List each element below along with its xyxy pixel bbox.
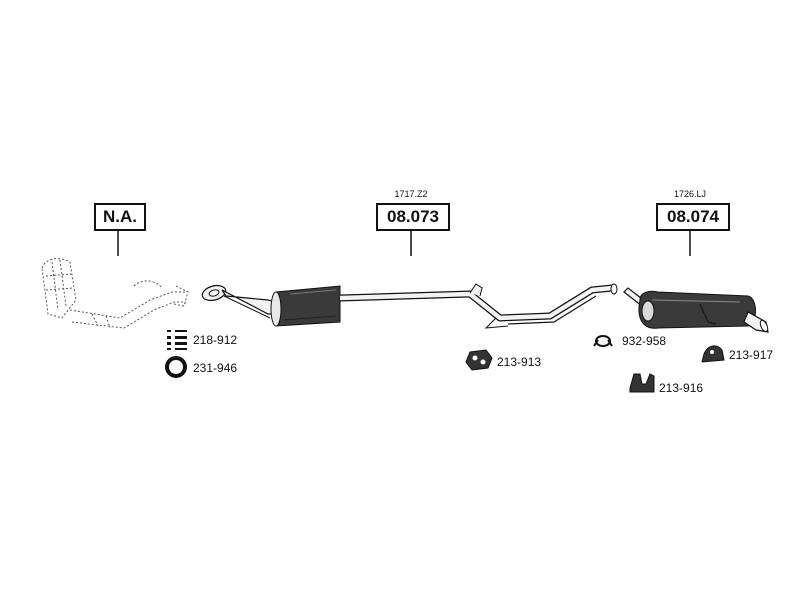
part-number-hanger-rear: 213-917 <box>729 348 774 362</box>
rubber-hanger-icon <box>465 349 493 371</box>
middle-pipe <box>339 285 613 321</box>
middle-part-code: 1717.Z2 <box>394 189 428 199</box>
rear-reference-box: 08.074 <box>656 203 730 231</box>
pipe-clamp-icon <box>593 335 613 347</box>
mounting-bracket-icon <box>629 373 655 393</box>
part-number-pipe-clamp: 932-958 <box>622 334 667 348</box>
middle-muffler <box>270 285 341 327</box>
part-number-clamp-set: 218-912 <box>193 333 238 347</box>
rear-muffler <box>638 290 756 329</box>
front-pipe-catalyst-dotted <box>41 258 189 329</box>
na-reference-box: N.A. <box>94 203 146 231</box>
rear-part-code: 1726.LJ <box>673 189 707 199</box>
part-number-gasket-ring: 231-946 <box>193 361 238 375</box>
front-connecting-pipe <box>221 289 277 315</box>
rubber-mount-icon <box>701 345 725 363</box>
rear-reference-label: 08.074 <box>667 207 719 226</box>
middle-reference-label: 08.073 <box>387 207 439 226</box>
part-number-hanger-middle: 213-913 <box>497 355 542 369</box>
pipe-hanger-pin <box>469 283 483 297</box>
part-number-bracket-rear: 213-916 <box>659 381 704 395</box>
na-reference-label: N.A. <box>103 207 137 226</box>
clamp-set-icon <box>167 330 187 350</box>
gasket-ring-icon <box>165 356 187 378</box>
middle-reference-box: 08.073 <box>376 203 450 231</box>
